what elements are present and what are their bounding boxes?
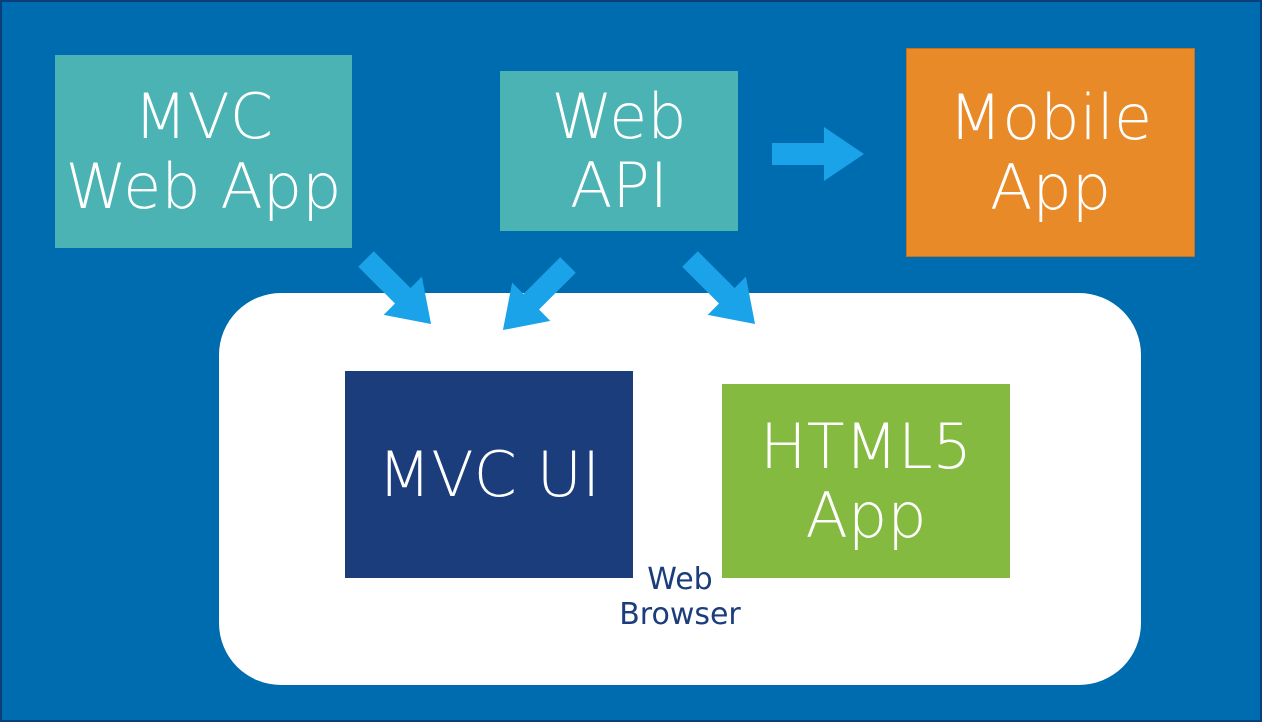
web-api-line2: API bbox=[569, 149, 669, 222]
web-api-line1: Web bbox=[551, 79, 687, 153]
web-api-box: Web API bbox=[500, 71, 738, 231]
mvc-ui-label: MVC UI bbox=[377, 437, 601, 511]
web-browser-label-line2: Browser bbox=[619, 597, 741, 633]
mobile-app-line1: Mobile bbox=[948, 81, 1153, 155]
web-browser-label: Web Browser bbox=[580, 562, 780, 633]
mvc-web-app-line1: MVC bbox=[133, 80, 274, 154]
mvc-web-app-line2: Web App bbox=[65, 149, 342, 223]
mvc-web-app-box: MVC Web App bbox=[55, 55, 352, 248]
mobile-app-box: Mobile App bbox=[906, 48, 1195, 257]
html5-app-box: HTML5 App bbox=[722, 384, 1010, 578]
mobile-app-line2: App bbox=[989, 150, 1112, 224]
web-browser-label-line1: Web bbox=[647, 562, 713, 597]
html5-app-line1: HTML5 bbox=[760, 409, 972, 483]
mvc-ui-box: MVC UI bbox=[345, 371, 633, 578]
html5-app-line2: App bbox=[805, 479, 927, 552]
